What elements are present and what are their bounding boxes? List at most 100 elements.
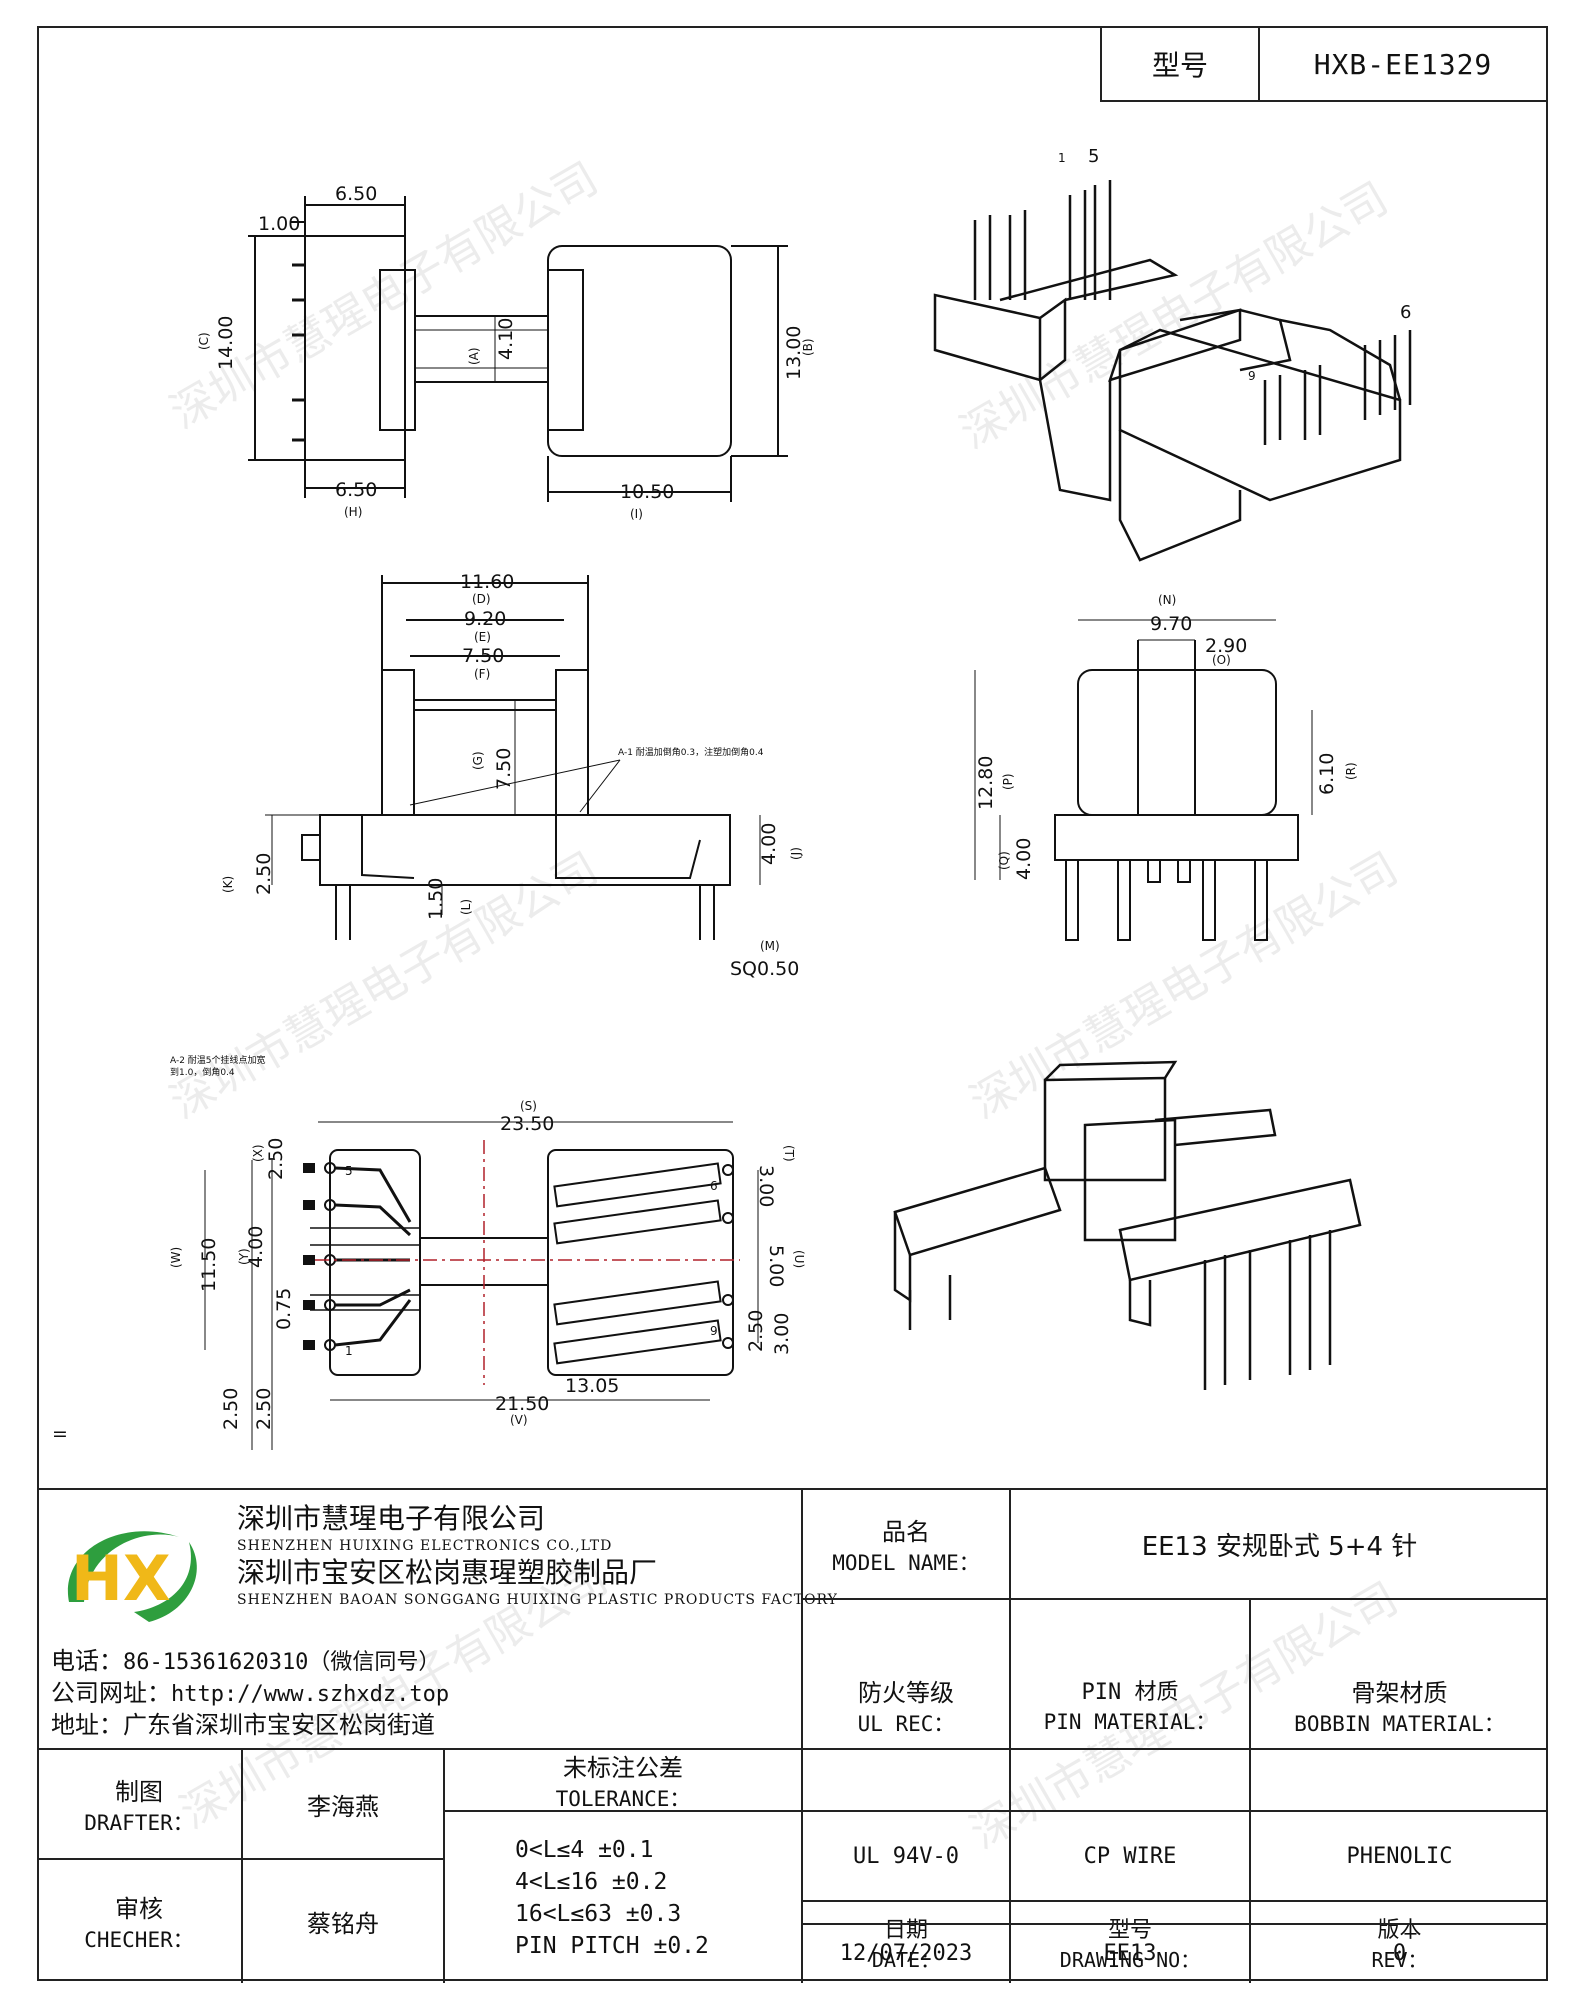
- date-label: 日期 DATE：: [871, 1918, 941, 1972]
- dim-label: 9.70: [1150, 613, 1192, 635]
- note-a2-line1: A-2 耐温5个挂线点加宽: [170, 1054, 266, 1066]
- dim-label: (I): [630, 507, 643, 521]
- dim-label: (P): [1001, 773, 1015, 790]
- dim-label: (K): [221, 876, 235, 893]
- dim-label: 6.50: [335, 183, 377, 205]
- dim-label: (Y): [237, 1248, 251, 1265]
- dim-label: (D): [472, 592, 491, 606]
- dim-label: (E): [474, 630, 491, 644]
- pin-number: 1: [345, 1344, 353, 1358]
- tolerance-table: 0<L≤4 ±0.1 4<L≤16 ±0.2 16<L≤63 ±0.3 PIN …: [515, 1836, 709, 1959]
- side-plate-outline: [304, 235, 406, 461]
- factory-name-en: SHENZHEN BAOAN SONGGANG HUIXING PLASTIC …: [237, 1592, 838, 1608]
- model-header: 型号 HXB-EE1329: [1100, 26, 1548, 102]
- dim-label: 6.10: [1316, 753, 1338, 795]
- pin-number: 6: [1400, 302, 1411, 323]
- pin-number: 1: [1058, 151, 1066, 165]
- bobbin-material-value: PHENOLIC: [1346, 1843, 1453, 1869]
- pin-number: 9: [1248, 369, 1256, 383]
- dim-label: (X): [251, 1144, 265, 1162]
- dim-label: (A): [467, 347, 481, 365]
- company-name-en: SHENZHEN HUIXING ELECTRONICS CO.,LTD: [237, 1538, 613, 1554]
- dim-label: 2.50: [253, 1388, 275, 1430]
- tolerance-label: 未标注公差 TOLERANCE：: [555, 1753, 691, 1811]
- date-value: 12/07/2023: [839, 1940, 973, 1966]
- dim-label: 21.50: [495, 1393, 549, 1415]
- dim-label: 6.50: [335, 479, 377, 501]
- dim-label: (B): [801, 338, 815, 356]
- dim-label: 0.75: [273, 1288, 295, 1330]
- title-block: HX 深圳市慧瑆电子有限公司 SHENZHEN HUIXING ELECTRON…: [37, 1488, 1548, 1983]
- dim-label: 1.50: [425, 878, 447, 920]
- dim-label: (U): [792, 1250, 806, 1268]
- dim-label: 4.00: [1013, 838, 1035, 880]
- rev-value: 0: [1392, 1940, 1407, 1966]
- dim-label: 4.10: [495, 318, 517, 360]
- pin-number: 9: [710, 1324, 718, 1338]
- note-a2-line2: 到1.0，倒角0.4: [170, 1066, 235, 1078]
- technical-drawing: 6.50 1.00 14.00 (C) 6.50 (H) (A) 4.10 13…: [52, 146, 1411, 1450]
- drafter-label: 制图 DRAFTER：: [84, 1777, 194, 1835]
- ul-rec-label: 防火等级 UL REC：: [857, 1678, 955, 1736]
- dim-label: (C): [197, 332, 211, 350]
- company-logo-icon: HX: [67, 1531, 197, 1622]
- dim-label: 4.00: [245, 1226, 267, 1268]
- dim-label: 9.20: [464, 608, 506, 630]
- dim-label: (N): [1158, 593, 1176, 607]
- dim-label: 2.90: [1205, 635, 1247, 657]
- dim-label: 3.00: [771, 1313, 793, 1355]
- company-name-cn: 深圳市慧瑆电子有限公司: [237, 1502, 546, 1535]
- model-name-value: EE13 安规卧式 5+4 针: [1141, 1531, 1418, 1562]
- contact-info: 电话：86-15361620310（微信同号） 公司网址：http://www.…: [51, 1647, 450, 1739]
- dim-label: 4.00: [758, 823, 780, 865]
- website-link[interactable]: http://www.szhxdz.top: [171, 1682, 450, 1707]
- dim-label: 10.50: [620, 481, 674, 503]
- dim-label: 1.00: [258, 213, 300, 235]
- pin-number: 6: [710, 1179, 718, 1193]
- dim-label: (T): [782, 1145, 796, 1162]
- dim-label: (F): [474, 667, 490, 681]
- dim-label: 14.00: [215, 316, 237, 370]
- checker-name: 蔡铭舟: [307, 1910, 379, 1938]
- dim-label: (S): [520, 1099, 537, 1113]
- bobbin-material-label: 骨架材质 BOBBIN MATERIAL：: [1294, 1678, 1505, 1736]
- model-name-label: 品名 MODEL NAME：: [832, 1517, 980, 1575]
- ul-rec-value: UL 94V-0: [853, 1843, 959, 1869]
- dim-label: (V): [510, 1413, 528, 1427]
- phone: 86-15361620310（微信同号）: [123, 1650, 441, 1675]
- checker-label: 审核 CHECHER：: [84, 1895, 194, 1952]
- dim-label: 23.50: [500, 1113, 554, 1135]
- note-a1: A-1 耐温加倒角0.3，注塑加倒角0.4: [618, 746, 764, 758]
- dim-label: (H): [344, 505, 362, 519]
- model-label: 型号: [1102, 28, 1260, 100]
- dim-label: 2.50: [253, 853, 275, 895]
- dim-label: 5.00: [765, 1245, 787, 1287]
- dim-label: 2.50: [220, 1388, 242, 1430]
- drafter-name: 李海燕: [307, 1792, 379, 1821]
- svg-text:HX: HX: [71, 1542, 171, 1615]
- dim-label: 13.00: [783, 326, 805, 380]
- dim-label: (L): [459, 899, 473, 915]
- dim-label: (R): [1344, 762, 1358, 780]
- dim-label: (G): [471, 751, 485, 770]
- dim-label: 7.50: [462, 645, 504, 667]
- dim-label: 2.50: [745, 1310, 767, 1352]
- dim-label: (M): [760, 939, 780, 953]
- dim-label: 12.80: [975, 756, 997, 810]
- pin-number: 5: [1088, 146, 1099, 167]
- dim-label: (Q): [997, 851, 1011, 870]
- model-value: HXB-EE1329: [1313, 47, 1493, 81]
- drawing-no-label: 型号 DRAWING NO：: [1059, 1918, 1201, 1972]
- dim-label: SQ0.50: [730, 958, 799, 980]
- pin-material-value: CP WIRE: [1083, 1843, 1177, 1869]
- dim-label: (J): [789, 847, 803, 860]
- dim-label: 11.60: [460, 571, 514, 593]
- address: 广东省深圳市宝安区松岗街道: [123, 1711, 435, 1739]
- pin-material-label: PIN 材质 PIN MATERIAL：: [1043, 1680, 1217, 1734]
- dim-label: 13.05: [565, 1375, 619, 1397]
- equals-mark: =: [52, 1423, 68, 1445]
- pin-number: 5: [345, 1164, 353, 1178]
- drawing-no-value: EE13: [1103, 1940, 1157, 1966]
- dim-label: 7.50: [493, 748, 515, 790]
- dim-label: 11.50: [198, 1238, 220, 1292]
